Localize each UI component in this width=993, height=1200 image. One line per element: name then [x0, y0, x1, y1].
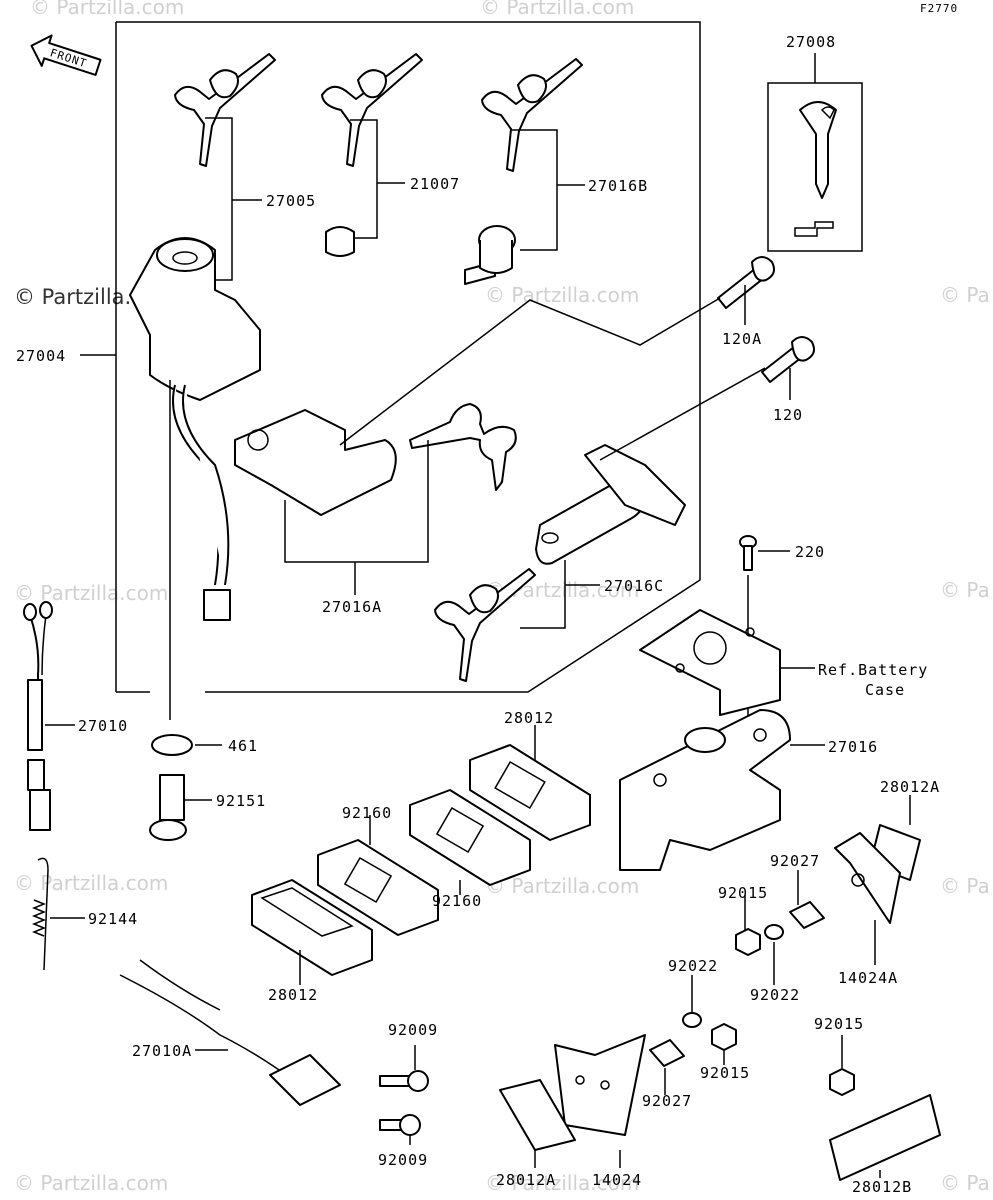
screw-92009-bottom — [379, 1114, 421, 1145]
label-92022-left: 92022 — [668, 957, 718, 975]
label-27004: 27004 — [16, 347, 66, 365]
battery-case-plate — [639, 609, 815, 716]
label-14024: 14024 — [592, 1171, 642, 1189]
watermark-edge-2: © Pa — [940, 578, 990, 602]
label-92022-right: 92022 — [750, 986, 800, 1004]
watermark-left-2: © Partzilla.com — [14, 581, 168, 605]
switch-27010 — [23, 601, 75, 831]
label-14024A: 14024A — [838, 969, 898, 987]
keys-27016C — [434, 568, 536, 682]
figure-code: F2770 — [920, 2, 958, 15]
label-27010A: 27010A — [132, 1042, 192, 1060]
label-27016B: 27016B — [588, 177, 648, 195]
spring-92144 — [31, 857, 85, 971]
label-27016A: 27016A — [322, 598, 382, 616]
watermark-edge-4: © Pa — [940, 1171, 990, 1195]
label-27005: 27005 — [266, 192, 316, 210]
watermark-edge-3: © Pa — [940, 874, 990, 898]
label-461: 461 — [228, 737, 258, 755]
bolt-120 — [761, 336, 815, 400]
nut-92015-top — [735, 928, 761, 956]
front-arrow: FRONT — [30, 34, 102, 76]
reflector-28012B — [829, 1094, 941, 1181]
reflector-28012-top — [469, 725, 591, 841]
washer-461 — [151, 734, 193, 756]
key-27008 — [767, 53, 863, 252]
watermark-top-left: © Partzilla.com — [30, 0, 184, 19]
label-27010: 27010 — [78, 717, 128, 735]
switch-27010A — [119, 959, 341, 1106]
label-21007: 21007 — [410, 175, 460, 193]
assembly-outline — [116, 21, 701, 693]
bolt-92151 — [149, 774, 212, 841]
lock-27016A — [234, 409, 429, 595]
label-92009-bottom: 92009 — [378, 1151, 428, 1169]
label-28012A-bottom: 28012A — [496, 1171, 556, 1189]
spacer-92027-bottom — [649, 1039, 685, 1067]
nut-92015-mid — [711, 1023, 737, 1051]
washer-92022-left — [682, 1012, 702, 1028]
cap-21007 — [325, 226, 355, 257]
watermark-mid-4: © Partzilla.com — [485, 1171, 639, 1195]
gasket-92160-a — [317, 815, 439, 936]
label-92160-a: 92160 — [342, 804, 392, 822]
label-220: 220 — [795, 543, 825, 561]
label-28012B: 28012B — [852, 1178, 912, 1196]
label-ref-battery-2: Case — [865, 681, 905, 699]
gasket-92160-b — [409, 789, 531, 895]
watermark-left-3: © Partzilla.com — [14, 871, 168, 895]
reflector-28012-left — [251, 879, 373, 985]
washer-92022-right — [764, 924, 784, 940]
bracket-14024 — [554, 1034, 646, 1168]
label-27016: 27016 — [828, 738, 878, 756]
label-28012A-right: 28012A — [880, 778, 940, 796]
label-92027-bottom: 92027 — [642, 1092, 692, 1110]
label-92144: 92144 — [88, 910, 138, 928]
watermark-top: © Partzilla.com — [480, 0, 634, 19]
label-27008: 27008 — [786, 33, 836, 51]
bracket-14024A — [834, 832, 901, 965]
keys-27016B — [481, 58, 583, 172]
label-28012-top: 28012 — [504, 709, 554, 727]
keys-27016A — [409, 403, 517, 491]
part-labels: 27008 27005 21007 27016B 27004 120A 120 … — [16, 33, 940, 1196]
label-92160-b: 92160 — [432, 892, 482, 910]
spacer-92027-top — [789, 901, 825, 929]
label-92015-mid: 92015 — [700, 1064, 750, 1082]
keys-27005 — [174, 53, 276, 167]
screw-220 — [739, 535, 790, 571]
lock-27016B — [464, 225, 516, 285]
label-92151: 92151 — [216, 792, 266, 810]
watermark-left-4: © Partzilla.com — [14, 1171, 168, 1195]
label-92015-right: 92015 — [814, 1015, 864, 1033]
watermark-edge-1: © Pa — [940, 283, 990, 307]
label-120A: 120A — [722, 330, 762, 348]
label-28012-left: 28012 — [268, 986, 318, 1004]
watermark-mid: © Partzilla.com — [485, 283, 639, 307]
label-92009-top: 92009 — [388, 1021, 438, 1039]
label-120: 120 — [773, 406, 803, 424]
bolt-120A — [717, 256, 775, 325]
label-27016C: 27016C — [604, 577, 664, 595]
nut-92015-right — [829, 1068, 855, 1096]
reflector-28012A-bottom — [499, 1079, 576, 1168]
keys-21007 — [321, 53, 423, 167]
label-ref-battery-1: Ref.Battery — [818, 661, 928, 679]
label-92027-top: 92027 — [770, 852, 820, 870]
bracket-27016 — [619, 709, 825, 871]
label-92015-top: 92015 — [718, 884, 768, 902]
screw-92009-top — [379, 1045, 429, 1092]
lock-27016C — [520, 444, 686, 629]
ignition-switch-27004 — [129, 237, 261, 621]
